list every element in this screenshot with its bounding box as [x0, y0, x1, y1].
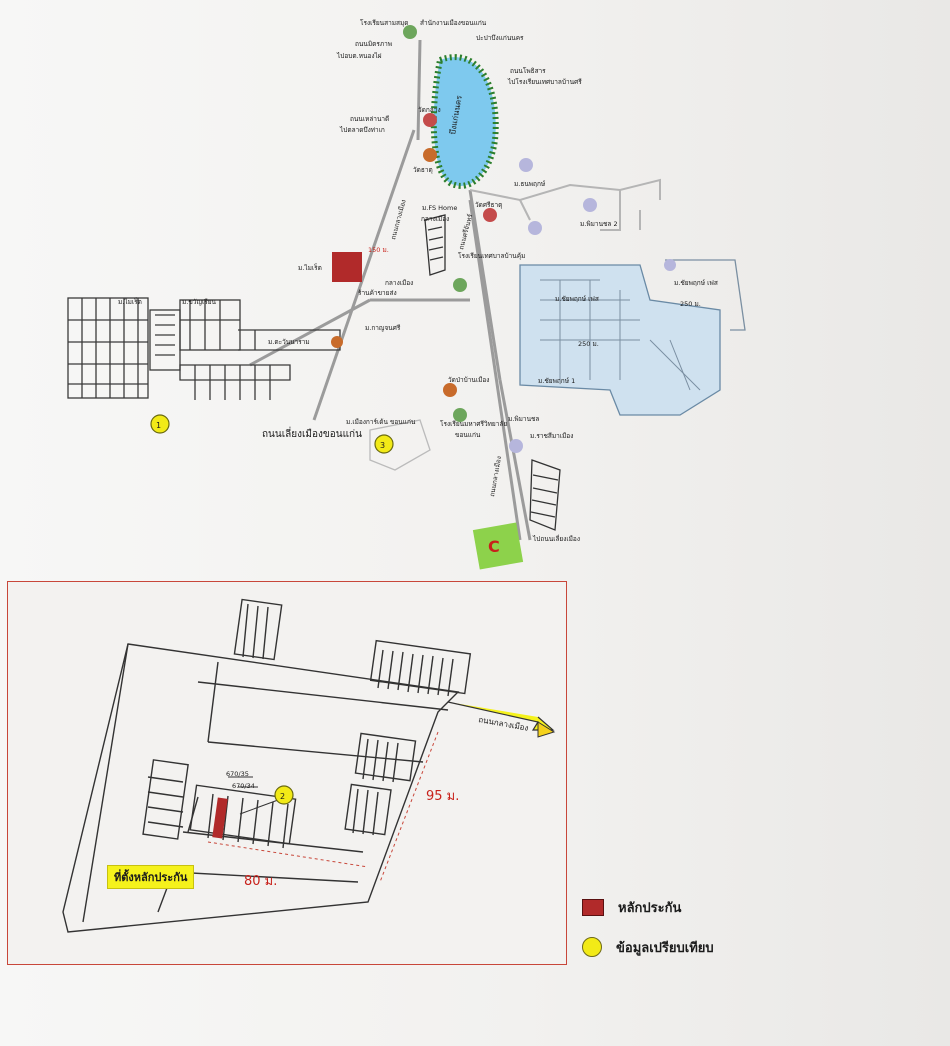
label-shop: ร้านค้าขายส่ง — [358, 289, 397, 297]
striped-block-bottom — [529, 459, 561, 531]
label-moo-nongkhai: ม.เมืองการ์เด้น ขอนแก่น — [346, 418, 416, 426]
label-road-bottom: ถนนเลี่ยงเมืองขอนแก่น — [262, 426, 362, 440]
label-to-left: ไปตลาดบึงท่าเก — [339, 126, 385, 134]
label-project-right: ม.ชัยพฤกษ์ เฟส — [674, 279, 718, 287]
label-temple-one: วัดกลาง — [418, 106, 441, 114]
marker-3-label: 3 — [380, 441, 385, 450]
label-to-lake: ปะปาบึงแก่นนคร — [476, 34, 524, 42]
dimension-line-95 — [379, 731, 439, 883]
label-road-to-sri: ถนนโพธิสาร — [510, 67, 546, 75]
legend-collateral: หลักประกัน — [582, 896, 782, 918]
label-soi-2: กลางเมือง — [385, 279, 413, 287]
label-moo-pimnada: ม.พิมานชล 2 — [580, 220, 618, 228]
label-moo-phet: ม.ขวัญเรียน — [182, 298, 217, 306]
label-project-big: ม.ชัยพฤกษ์ เฟส — [555, 295, 599, 303]
lake: บึงแก่นนคร — [430, 54, 499, 189]
label-project-big-2: ม.ชัยพฤกษ์ 1 — [538, 377, 575, 385]
building-icons — [331, 25, 676, 453]
label-moo-pimanchon: ม.พิมานชล — [508, 415, 539, 423]
striped-block-mid — [424, 214, 446, 276]
label-temple-two: วัดธาตุ — [413, 166, 433, 174]
location-map: 1 บึงแก่นนคร 3 C — [67, 19, 746, 570]
label-moo-green: ม.ไมเร็ต — [118, 297, 142, 306]
marker-1-label: 1 — [156, 421, 161, 430]
label-moo-tawan: ม.ตะวันนาราม — [268, 338, 310, 346]
label-to-bypass: ไปถนนเลี่ยงเมือง — [532, 534, 580, 543]
shopping-center-icon — [472, 522, 524, 570]
dimension-80-label: 80 ม. — [244, 874, 277, 889]
plot-b-label: 670/34 — [232, 782, 255, 790]
marker-2-label: 2 — [280, 792, 285, 801]
label-school-top: โรงเรียนสามสมุด — [360, 19, 409, 27]
comparison-marker-2 — [274, 785, 294, 805]
road-network — [249, 39, 532, 541]
label-temple-sri: วัดศรีธาตุ — [475, 201, 502, 209]
inset-site-plan: 2 670/35 670/34 95 ม. 80 ม. ถนนกลางเมือง — [7, 581, 567, 965]
label-moo-kanyakon: ม.กาญจนศรี — [365, 324, 401, 332]
residential-grid-left — [67, 297, 341, 400]
label-road-center: ถนนกลางเมือง — [389, 199, 407, 241]
legend: หลักประกัน ข้อมูลเปรียบเทียบ — [582, 896, 782, 976]
label-road-left: ถนนเหล่านาดี — [350, 115, 389, 123]
collateral-marker-map — [332, 252, 362, 282]
shopping-c-icon: C — [488, 537, 500, 556]
collateral-callout: ที่ตั้งหลักประกัน — [107, 865, 195, 889]
inset-svg: 2 670/35 670/34 95 ม. 80 ม. ถนนกลางเมือง — [62, 598, 556, 933]
collateral-legend-label: หลักประกัน — [618, 900, 682, 916]
label-distance-150: 150 ม. — [368, 246, 389, 254]
plot-a-label: 670/35 — [226, 770, 249, 778]
label-school-2: โรงเรียนเทศบาลบ้านคุ้ม — [458, 252, 525, 260]
label-school-mahat: โรงเรียนมหาศรีวิทยาลัย — [440, 420, 507, 428]
label-road-sri-2: ถนนศรีจันทร์ — [457, 213, 474, 251]
comparison-swatch — [582, 937, 602, 957]
label-distance-250: 250 ม. — [578, 340, 599, 348]
label-to-nongwai: ไปอบต.หนองไผ่ — [336, 52, 382, 60]
label-to-sri: ไปโรงเรียนเทศบาลบ้านศรี — [507, 78, 582, 86]
label-distance-250b: 250 ม. — [680, 300, 701, 308]
label-soi: กลางเมือง — [421, 215, 449, 223]
label-moo-banrao: ม.ราชสีมาเมือง — [530, 432, 573, 440]
label-moo-left: ม.ไมเร็ต — [298, 263, 322, 272]
dimension-line-80 — [207, 841, 369, 868]
comparison-marker-3 — [374, 434, 394, 454]
label-road-vert: ถนนกลางเมือง — [488, 455, 503, 497]
project-area — [519, 259, 746, 416]
label-temple-pa: วัดป่าบ้านเมือง — [448, 376, 489, 384]
legend-comparison: ข้อมูลเปรียบเทียบ — [582, 936, 782, 958]
label-road-to-nongwai: ถนนมิตรภาพ — [355, 40, 392, 48]
label-khonkaen: ขอนแก่น — [455, 431, 481, 439]
dimension-95-label: 95 ม. — [426, 789, 459, 804]
label-moo-fs: ม.FS Home — [422, 204, 457, 212]
comparison-marker-1 — [150, 414, 170, 434]
label-moo-rasdon: ม.ธนพฤกษ์ — [514, 180, 546, 188]
label-district-office: สำนักงานเมืองขอนแก่น — [420, 19, 487, 27]
collateral-plot — [212, 797, 228, 839]
road-main-left — [312, 129, 416, 421]
collateral-swatch — [582, 898, 604, 916]
comparison-legend-label: ข้อมูลเปรียบเทียบ — [616, 940, 714, 956]
